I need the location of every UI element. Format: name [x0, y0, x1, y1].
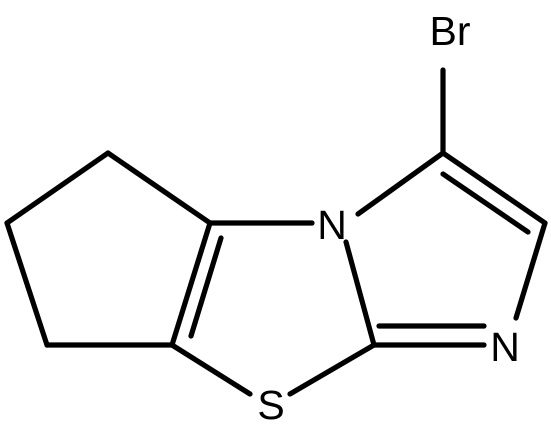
bond-c4-c5-outer	[169, 220, 213, 348]
bond-n-c8	[355, 150, 446, 217]
atom-label-nitrogen-imine: N	[490, 324, 520, 370]
atom-label-bromine: Br	[430, 8, 471, 54]
bond-n-c7	[343, 239, 377, 348]
atom-label-nitrogen-bridge: N	[317, 202, 347, 248]
bond-c2-c3	[4, 220, 50, 348]
bond-c4-s	[169, 342, 253, 397]
bond-c8-c9-outer	[440, 150, 548, 226]
bond-s-c7	[287, 342, 377, 397]
bond-c1-c2	[4, 150, 111, 226]
bond-c8-c9-inner	[440, 171, 531, 235]
atom-label-sulfur: S	[257, 382, 284, 428]
bond-c9-n	[513, 220, 548, 321]
bond-c1-c5	[105, 150, 213, 226]
bond-c4-c5-inner	[188, 235, 224, 339]
